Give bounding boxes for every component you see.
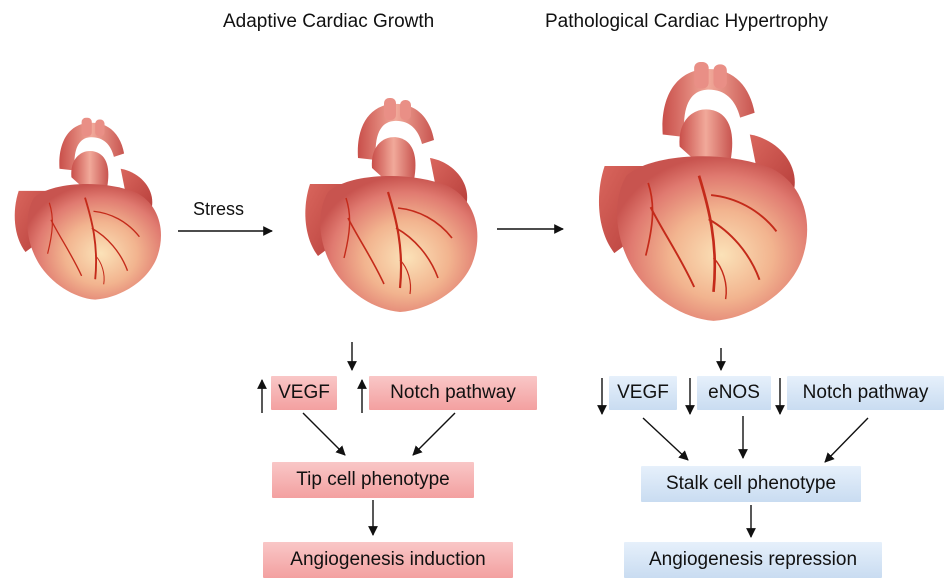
vegf-to-stalk-arrow (643, 418, 688, 460)
vegf-to-tip-arrow (303, 413, 345, 455)
notch-to-tip-arrow (413, 413, 455, 455)
notch-to-stalk-arrow (825, 418, 868, 462)
